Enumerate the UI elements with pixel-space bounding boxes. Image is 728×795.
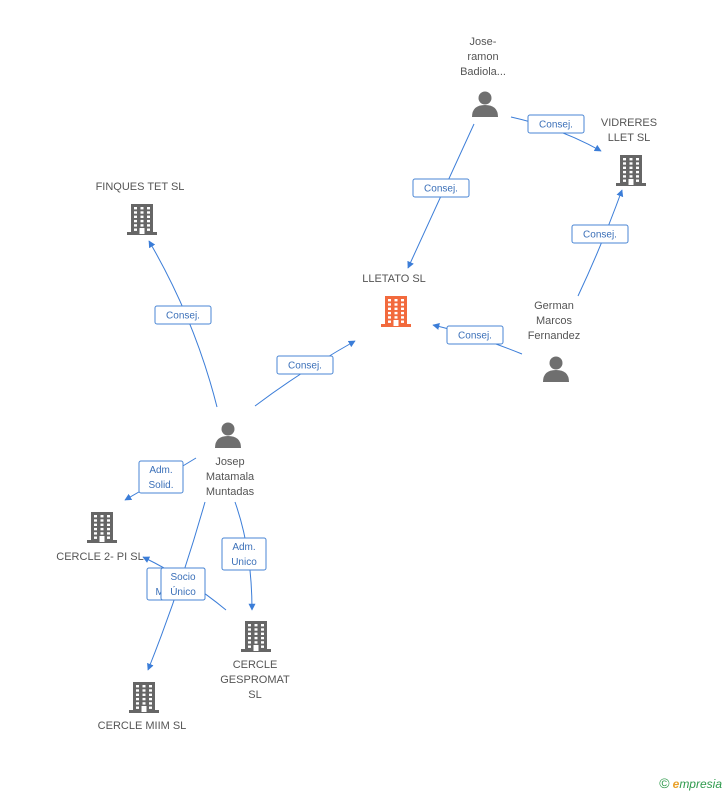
building-icon	[381, 296, 411, 327]
edge-label-text: Consej.	[458, 331, 492, 342]
node-label: Badiola...	[460, 66, 506, 78]
node-label: FINQUES TET SL	[96, 181, 185, 193]
node-label: German	[534, 300, 574, 312]
edge-label-box	[412, 178, 470, 198]
edge-label-josep-finques[interactable]: Consej.	[154, 305, 212, 325]
edge-label-text: Consej.	[424, 184, 458, 195]
edge-label-box	[138, 460, 184, 494]
building-icon	[129, 682, 159, 713]
node-label: CERCLE	[233, 659, 278, 671]
node-label: Matamala	[206, 471, 255, 483]
node-miim[interactable]: CERCLE MIIM SL	[98, 682, 187, 732]
building-icon	[87, 512, 117, 543]
node-vidreres[interactable]: VIDRERES LLET SL	[601, 117, 657, 186]
building-icon	[241, 621, 271, 652]
edge-label-text: Solid.	[148, 480, 173, 491]
edge-label-box	[527, 114, 585, 134]
edge-label-text: Único	[170, 585, 196, 598]
edge-label-text: Consej.	[166, 311, 200, 322]
building-icon	[127, 204, 157, 235]
edge-label-german-lletato[interactable]: Consej.	[446, 325, 504, 345]
node-label: Fernandez	[528, 330, 581, 342]
node-label: ramon	[467, 51, 498, 63]
building-icon	[616, 155, 646, 186]
edge-label-box	[160, 567, 206, 601]
node-label: Muntadas	[206, 486, 255, 498]
node-label: VIDRERES	[601, 117, 657, 129]
edge-label-text: Adm.	[149, 465, 172, 476]
edge-label-box	[276, 355, 334, 375]
node-label: CERCLE 2- PI SL	[56, 551, 143, 563]
edge-label-box	[446, 325, 504, 345]
node-finques[interactable]: FINQUES TET SL	[96, 181, 185, 235]
person-icon	[472, 91, 498, 117]
edge-label-box	[154, 305, 212, 325]
node-badiola[interactable]: Jose-ramonBadiola...	[460, 36, 506, 117]
node-label: SL	[248, 689, 261, 701]
person-icon	[543, 356, 569, 382]
edge-german-vidreres	[577, 189, 624, 297]
node-lletato[interactable]: LLETATO SL	[362, 273, 426, 327]
copyright-icon: ©	[659, 775, 670, 791]
edge-label-badiola-vidreres[interactable]: Consej.	[527, 114, 585, 134]
edge-label-text: Consej.	[288, 361, 322, 372]
edge-label-text: Adm.	[232, 542, 255, 553]
person-icon	[215, 422, 241, 448]
node-label: LLETATO SL	[362, 273, 426, 285]
node-label: GESPROMAT	[220, 674, 290, 686]
edge-label-text: Consej.	[583, 230, 617, 241]
empresia-watermark: ©empresia	[659, 775, 722, 791]
edge-label-josep-gespromat[interactable]: Adm. Unico	[221, 537, 267, 571]
brand-initial: e	[672, 777, 680, 791]
edge-label-josep-lletato[interactable]: Consej.	[276, 355, 334, 375]
node-label: CERCLE MIIM SL	[98, 720, 187, 732]
edge-label-text: Consej.	[539, 120, 573, 131]
edge-label-text: Unico	[231, 557, 257, 568]
edge-label-german-vidreres[interactable]: Consej.	[571, 224, 629, 244]
brand-name: mpresia	[679, 777, 722, 791]
edge-label-josep-cercle2pi[interactable]: Adm. Solid.	[138, 460, 184, 494]
node-label: Marcos	[536, 315, 573, 327]
node-label: Josep	[215, 456, 244, 468]
edge-label-badiola-lletato[interactable]: Consej.	[412, 178, 470, 198]
edge-label-box	[221, 537, 267, 571]
node-label: Jose-	[470, 36, 497, 48]
edge-label-box	[571, 224, 629, 244]
node-label: LLET SL	[608, 132, 651, 144]
node-cercle2pi[interactable]: CERCLE 2- PI SL	[56, 512, 144, 563]
node-gespromat[interactable]: CERCLE GESPROMAT SL	[220, 621, 290, 701]
edge-label-text: Socio	[170, 572, 195, 583]
